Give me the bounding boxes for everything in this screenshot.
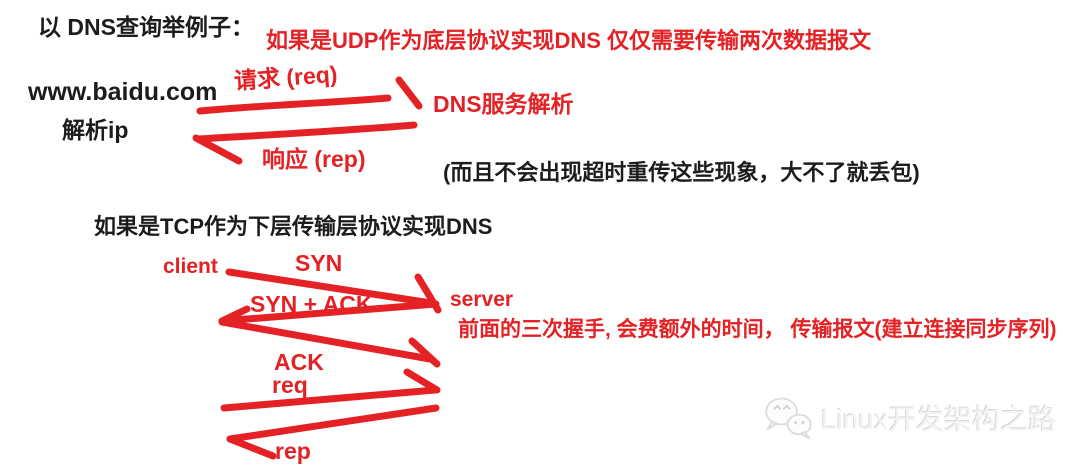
udp-note: 如果是UDP作为底层协议实现DNS 仅仅需要传输两次数据报文 bbox=[266, 28, 872, 53]
tcp-section-heading: 如果是TCP作为下层传输层协议实现DNS bbox=[94, 214, 493, 239]
tcp-syn-label: SYN bbox=[295, 250, 343, 276]
watermark-text: Linux开发架构之路 bbox=[821, 404, 1056, 435]
tcp-req-label: req bbox=[272, 372, 308, 398]
wechat-icon bbox=[765, 397, 812, 440]
udp-client-resolve-ip: 解析ip bbox=[62, 117, 129, 143]
tcp-rep-arrowhead bbox=[226, 435, 277, 460]
tcp-ack-arrowhead bbox=[408, 337, 441, 368]
tcp-ack-label: ACK bbox=[274, 349, 324, 375]
udp-response-label: 响应 (rep) bbox=[262, 146, 366, 172]
tcp-rep-label: rep bbox=[275, 438, 311, 464]
tcp-client-label: client bbox=[163, 255, 218, 278]
tcp-syn-ack-arrowhead bbox=[218, 305, 251, 325]
udp-response-arrow-line bbox=[195, 121, 418, 143]
tcp-server-label: server bbox=[450, 288, 514, 311]
tcp-syn-ack-label: SYN + ACK bbox=[250, 291, 373, 317]
udp-section-heading: 以 DNS查询举例子： bbox=[38, 14, 254, 40]
tcp-req-arrow-line bbox=[220, 386, 439, 412]
udp-request-label: 请求 (req) bbox=[233, 60, 339, 95]
tcp-syn-arrowhead bbox=[414, 273, 442, 314]
watermark: Linux开发架构之路 bbox=[762, 394, 1056, 442]
udp-client-domain: www.baidu.com bbox=[28, 78, 218, 106]
udp-server-label: DNS服务解析 bbox=[433, 91, 574, 117]
udp-aside-note: (而且不会出现超时重传这些现象，大不了就丢包) bbox=[443, 160, 920, 185]
tcp-rep-arrow-line bbox=[226, 404, 440, 443]
udp-response-arrowhead bbox=[192, 134, 243, 165]
udp-request-arrowhead bbox=[395, 76, 423, 110]
tcp-req-arrowhead bbox=[403, 368, 441, 394]
udp-request-arrow-line bbox=[196, 94, 392, 115]
tcp-ack-arrow-line bbox=[218, 318, 434, 363]
tcp-note: 前面的三次握手, 会费额外的时间， 传输报文(建立连接同步序列) bbox=[458, 318, 1057, 341]
